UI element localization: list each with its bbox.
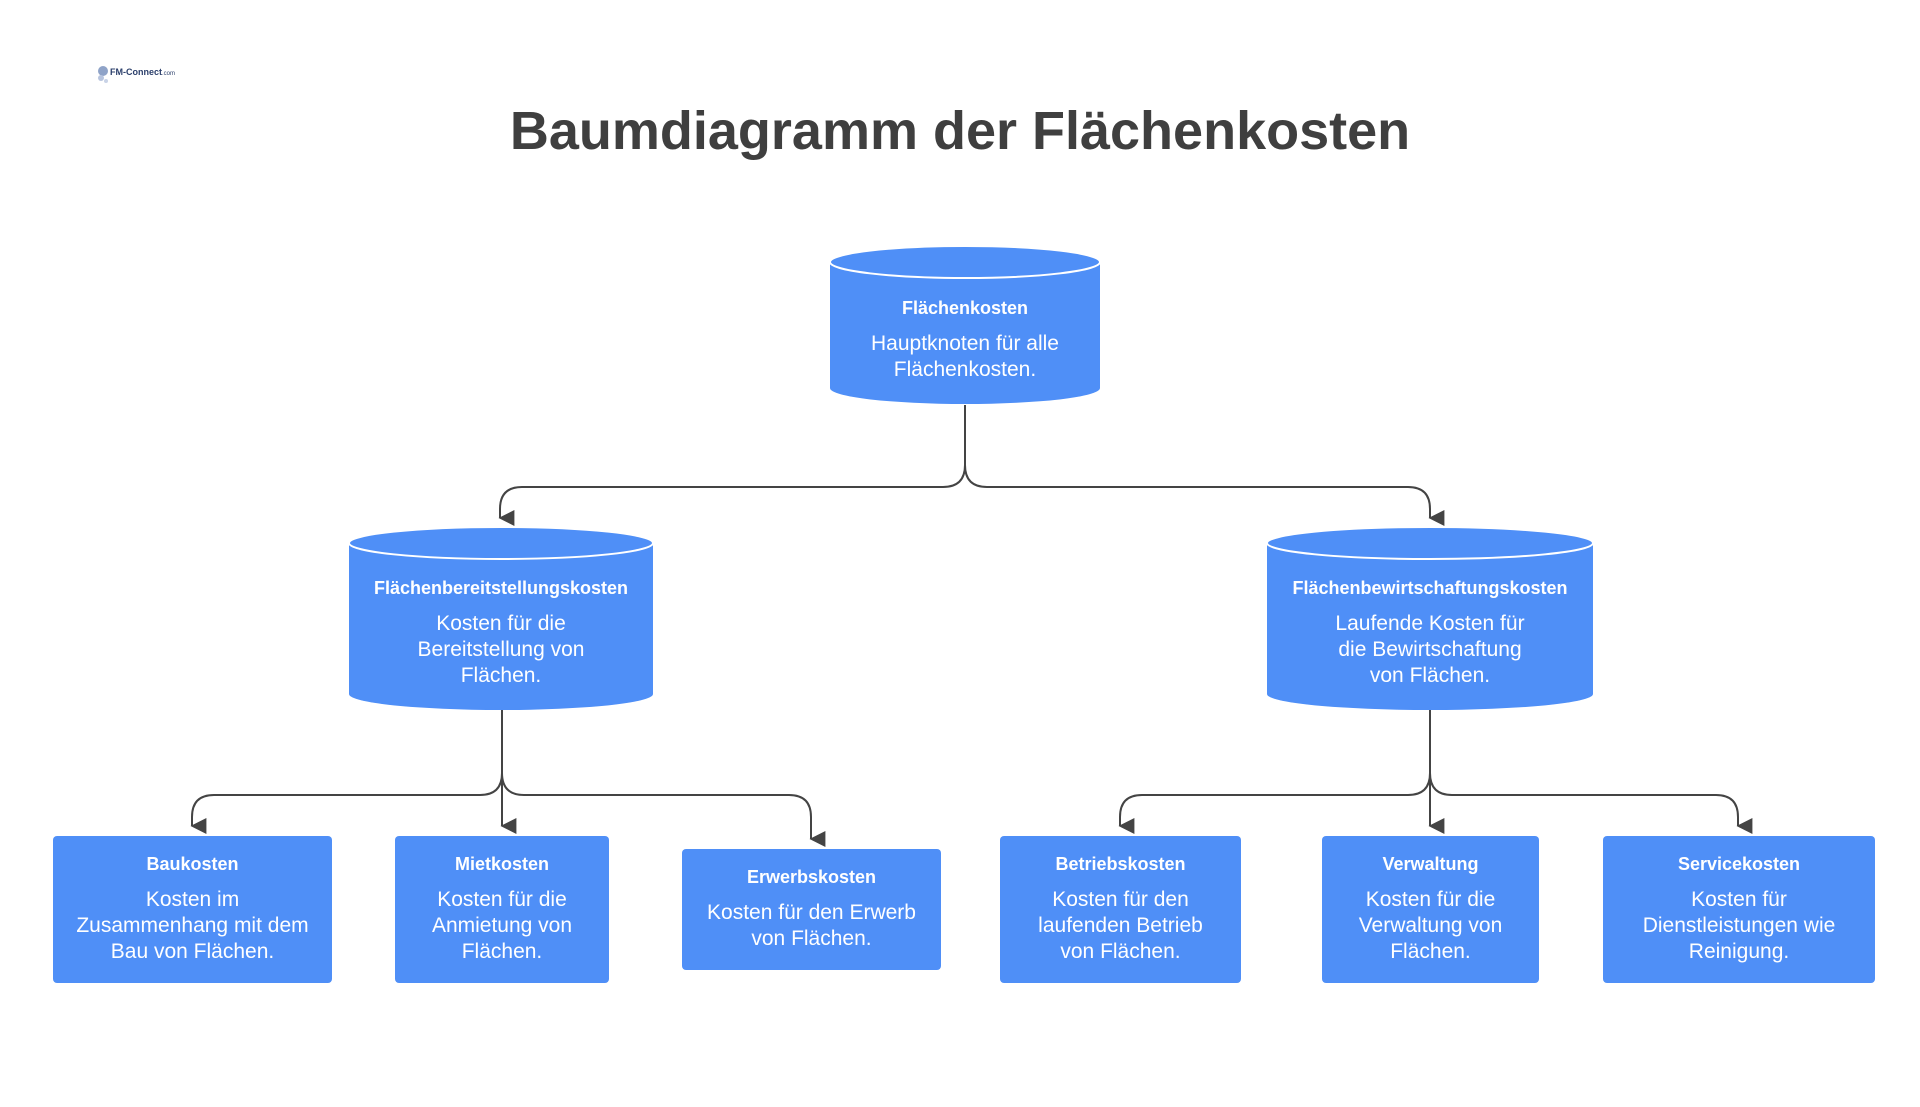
logo-mark-icon (98, 66, 108, 83)
leaf-desc: Kosten im Zusammenhang mit dem Bau von F… (76, 888, 309, 963)
leaf-label: Baukosten (146, 854, 239, 874)
link-right-servicekosten (1429, 710, 1753, 834)
leaf-node-servicekosten: Servicekosten Kosten für Dienstleistunge… (1603, 836, 1875, 983)
leaf-node-erwerbskosten: Erwerbskosten Kosten für den Erwerb von … (682, 849, 941, 970)
leaf-desc: Kosten für den laufenden Betrieb von Flä… (1038, 888, 1203, 963)
leaf-label: Mietkosten (454, 854, 550, 874)
diagram-title: Baumdiagramm der Flächenkosten (509, 101, 1411, 161)
logo: FM-Connect.com (96, 62, 175, 90)
branch-left-label: Flächenbereitstellungskosten (373, 577, 629, 598)
logo-text: FM-Connect.com (110, 67, 176, 77)
leaf-desc: Kosten für Dienstleistungen wie Reinigun… (1642, 888, 1836, 963)
branch-right-label: Flächenbewirtschaftungskosten (1292, 577, 1568, 598)
leaf-desc: Kosten für die Anmietung von Flächen. (431, 888, 573, 963)
link-left-erwerbskosten (501, 710, 826, 847)
link-left-baukosten (190, 710, 503, 834)
leaf-node-baukosten: Baukosten Kosten im Zusammenhang mit dem… (53, 836, 332, 983)
root-node-shape (829, 245, 1101, 404)
branch-left-node: Flächenbereitstellungskosten Kosten für … (348, 568, 654, 698)
root-node: Flächenkosten Hauptknoten für alle Fläch… (829, 285, 1101, 395)
root-node-desc: Hauptknoten für alle Flächenkosten. (871, 331, 1059, 381)
leaf-label: Servicekosten (1677, 854, 1801, 874)
link-root-left (498, 405, 966, 526)
root-node-label: Flächenkosten (901, 297, 1029, 318)
leaf-label: Verwaltung (1382, 854, 1479, 874)
branch-right-node: Flächenbewirtschaftungskosten Laufende K… (1266, 568, 1594, 698)
branch-right-desc: Laufende Kosten für die Bewirtschaftung … (1335, 611, 1525, 687)
link-right-betriebskosten (1118, 710, 1431, 834)
branch-left-desc: Kosten für die Bereitstellung von Fläche… (417, 611, 585, 687)
leaf-node-mietkosten: Mietkosten Kosten für die Anmietung von … (395, 836, 609, 983)
branch-left-shape (348, 526, 654, 710)
leaf-node-betriebskosten: Betriebskosten Kosten für den laufenden … (1000, 836, 1241, 983)
leaf-desc: Kosten für den Erwerb von Flächen. (707, 901, 916, 950)
branch-right-shape (1266, 526, 1594, 710)
leaf-label: Erwerbskosten (746, 867, 877, 887)
link-root-right (964, 405, 1445, 526)
leaf-node-verwaltung: Verwaltung Kosten für die Verwaltung von… (1322, 836, 1539, 983)
leaf-desc: Kosten für die Verwaltung von Flächen. (1358, 888, 1503, 963)
leaf-label: Betriebskosten (1055, 854, 1186, 874)
